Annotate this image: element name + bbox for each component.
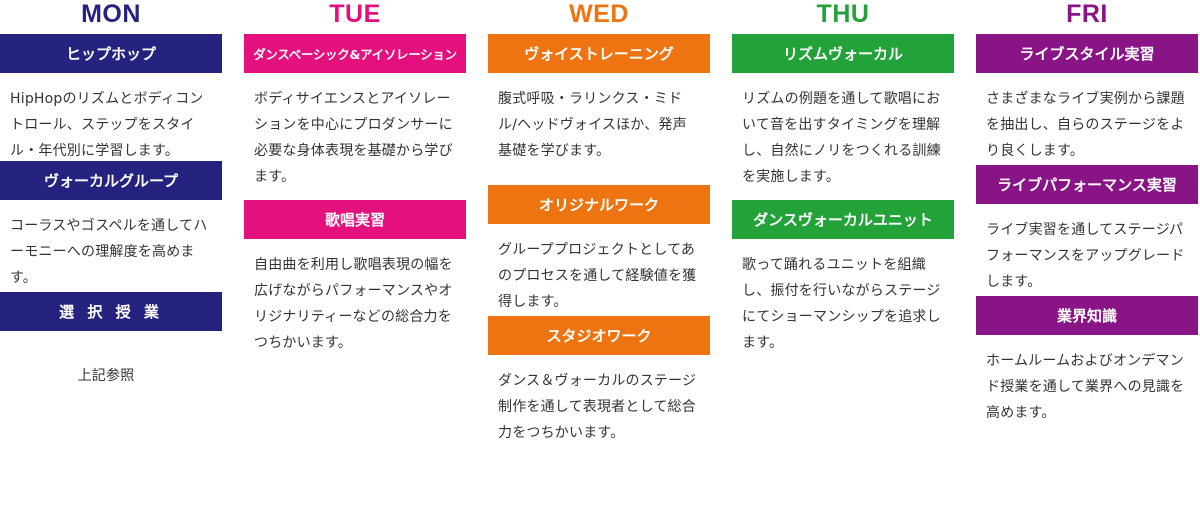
class-title-singing-practice: 歌唱実習 — [244, 200, 466, 239]
day-heading-thursday: THU — [816, 0, 870, 28]
class-title-rhythm-vocal: リズムヴォーカル — [732, 34, 954, 73]
day-heading-friday: FRI — [1066, 0, 1108, 28]
class-desc-voice-training: 腹式呼吸・ラリンクス・ミドル/ヘッドヴォイスほか、発声基礎を学びます。 — [498, 91, 687, 159]
class-title-elective: 選 択 授 業 — [0, 292, 222, 331]
class-desc-dance-vocal-unit: 歌って踊れるユニットを組織し、振付を行いながらステージにてショーマンシップを追求… — [742, 257, 941, 351]
class-title-dance-basic: ダンスベーシック&アイソレーション — [244, 34, 466, 73]
class-desc-vocal-group: コーラスやゴスペルを通してハーモニーへの理解度を高めます。 — [10, 218, 208, 286]
class-title-live-style: ライブスタイル実習 — [976, 34, 1198, 73]
class-desc-live-performance: ライブ実習を通してステージパフォーマンスをアップグレードします。 — [986, 222, 1185, 290]
class-title-live-performance: ライブパフォーマンス実習 — [976, 165, 1198, 204]
class-title-voice-training: ヴォイストレーニング — [488, 34, 710, 73]
column-monday: MON ヒップホップ HipHopのリズムとボディコントロール、ステップをスタイ… — [0, 0, 222, 525]
class-desc-dance-basic: ボディサイエンスとアイソレーションを中心にプロダンサーに必要な身体表現を基礎から… — [254, 91, 453, 185]
day-heading-monday: MON — [81, 0, 141, 28]
class-title-studio-work: スタジオワーク — [488, 316, 710, 355]
class-desc-elective: 上記参照 — [77, 368, 135, 384]
class-desc-live-style: さまざまなライブ実例から課題を抽出し、自らのステージをより良くします。 — [986, 91, 1185, 159]
day-heading-tuesday: TUE — [329, 0, 381, 28]
column-friday: FRI ライブスタイル実習 さまざまなライブ実例から課題を抽出し、自らのステージ… — [976, 0, 1198, 525]
class-desc-rhythm-vocal: リズムの例題を通して歌唱において音を出すタイミングを理解し、自然にノリをつくれる… — [742, 91, 941, 185]
class-desc-hiphop: HipHopのリズムとボディコントロール、ステップをスタイル・年代別に学習します… — [10, 91, 204, 159]
class-desc-singing-practice: 自由曲を利用し歌唱表現の幅を広げながらパフォーマンスやオリジナリティーなどの総合… — [254, 257, 453, 351]
class-title-original-work: オリジナルワーク — [488, 185, 710, 224]
class-desc-studio-work: ダンス＆ヴォーカルのステージ制作を通して表現者として総合力をつちかいます。 — [498, 373, 697, 441]
class-title-dance-vocal-unit: ダンスヴォーカルユニット — [732, 200, 954, 239]
class-title-hiphop: ヒップホップ — [0, 34, 222, 73]
class-title-industry-knowledge: 業界知識 — [976, 296, 1198, 335]
class-desc-original-work: グループプロジェクトとしてあのプロセスを通して経験値を獲得します。 — [498, 242, 697, 310]
column-wednesday: WED ヴォイストレーニング 腹式呼吸・ラリンクス・ミドル/ヘッドヴォイスほか、… — [488, 0, 710, 525]
class-title-vocal-group: ヴォーカルグループ — [0, 161, 222, 200]
column-tuesday: TUE ダンスベーシック&アイソレーション ボディサイエンスとアイソレーションを… — [244, 0, 466, 525]
day-heading-wednesday: WED — [569, 0, 629, 28]
class-desc-industry-knowledge: ホームルームおよびオンデマンド授業を通して業界への見識を高めます。 — [986, 353, 1185, 421]
column-thursday: THU リズムヴォーカル リズムの例題を通して歌唱において音を出すタイミングを理… — [732, 0, 954, 525]
